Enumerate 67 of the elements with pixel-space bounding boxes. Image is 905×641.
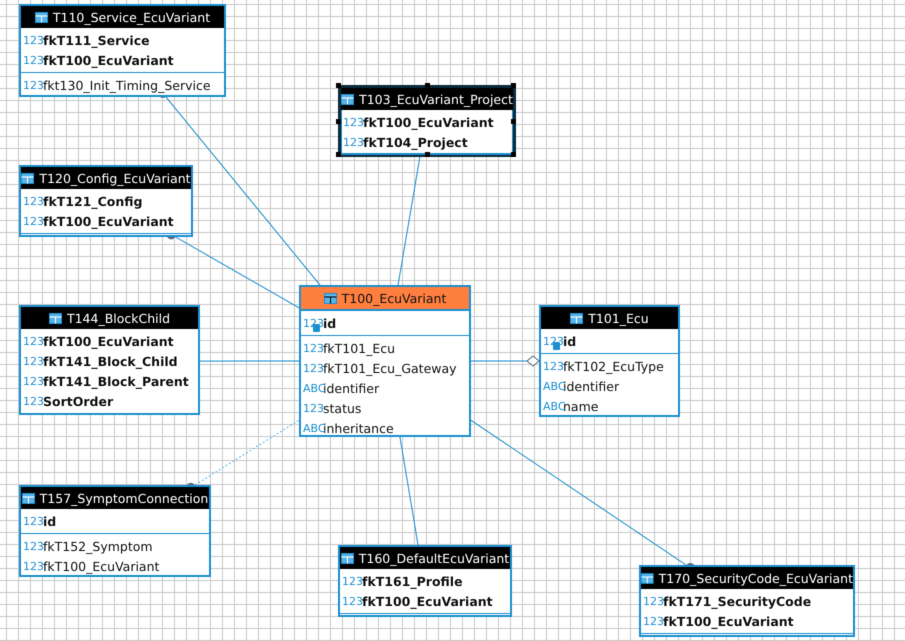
data-type-tag: 123: [643, 594, 662, 608]
table-card: [19, 4, 226, 97]
data-type-tag: 123: [23, 514, 42, 528]
column-name: fkT102_EcuType: [563, 358, 664, 374]
table-card: [299, 285, 471, 437]
column-name: fkT100_EcuVariant: [43, 214, 174, 228]
column-name: identifier: [563, 378, 620, 394]
column-name: fkT152_Symptom: [43, 538, 153, 554]
table-card: [19, 485, 211, 577]
column-name: fkT100_EcuVariant: [663, 614, 794, 628]
data-type-tag: 123: [23, 78, 42, 92]
data-type-tag: 123: [303, 342, 322, 354]
table-title: T101_Ecu: [588, 310, 649, 326]
column-name: fkT100_EcuVariant: [362, 594, 493, 608]
data-type-tag: 123: [23, 560, 42, 572]
column-name: fkT101_Ecu_Gateway: [323, 360, 457, 376]
column-name: fkt130_Init_Timing_Service: [43, 78, 211, 92]
column-name: SortOrder: [43, 394, 114, 408]
data-type-tag: 123: [23, 354, 42, 368]
data-type-tag: 123: [23, 394, 42, 408]
data-type-tag: 123: [23, 34, 42, 46]
data-type-tag: 123: [343, 116, 362, 128]
column-name: id: [323, 316, 336, 330]
data-type-tag: 123: [23, 54, 42, 66]
data-type-tag: 123: [543, 360, 562, 372]
column-name: fkT161_Profile: [362, 574, 463, 588]
table-title: T120_Config_EcuVariant: [39, 170, 191, 186]
table-card: [19, 305, 200, 415]
data-type-tag: 123: [23, 334, 42, 348]
column-name: fkT141_Block_Child: [43, 354, 178, 368]
data-type-tag: 123: [23, 374, 42, 388]
data-type-tag: 123: [23, 194, 42, 208]
column-name: inheritance: [323, 420, 394, 436]
table-title: T110_Service_EcuVariant: [52, 10, 210, 24]
column-name: identifier: [323, 380, 380, 396]
table-card: [338, 85, 516, 157]
table-title: T157_SymptomConnection: [40, 490, 208, 506]
column-name: fkT111_Service: [43, 32, 150, 48]
column-name: fkT100_EcuVariant: [43, 334, 174, 348]
column-name: fkT104_Project: [363, 134, 468, 150]
column-name: fkT100_EcuVariant: [363, 114, 494, 130]
table-card: [338, 545, 512, 617]
data-type-tag: 123: [343, 136, 362, 148]
table-title: T144_BlockChild: [66, 310, 170, 326]
column-name: fkT100_EcuVariant: [43, 558, 160, 574]
data-type-tag: 123: [303, 402, 322, 414]
table-card: [539, 305, 680, 417]
data-type-tag: 123: [303, 362, 322, 374]
table-title: T100_EcuVariant: [342, 290, 446, 306]
column-name: status: [323, 400, 362, 416]
data-type-tag: 123: [23, 540, 42, 552]
data-type-tag: 123: [23, 214, 42, 228]
table-card: [19, 165, 193, 237]
table-title: T103_EcuVariant_Project: [359, 92, 513, 106]
column-name: id: [563, 334, 576, 348]
column-name: fkT141_Block_Parent: [43, 374, 189, 388]
data-type-tag: 123: [342, 594, 361, 608]
column-name: fkT101_Ecu: [323, 340, 396, 356]
column-name: id: [43, 514, 56, 528]
column-name: fkT121_Config: [43, 194, 142, 208]
table-title: T170_SecurityCode_EcuVariant: [658, 570, 853, 586]
data-type-tag: 123: [342, 574, 361, 588]
column-name: fkT171_SecurityCode: [663, 594, 812, 608]
table-title: T160_DefaultEcuVariant: [358, 550, 510, 566]
data-type-tag: 123: [643, 614, 662, 628]
column-name: fkT100_EcuVariant: [43, 52, 174, 68]
table-card: [639, 565, 855, 637]
